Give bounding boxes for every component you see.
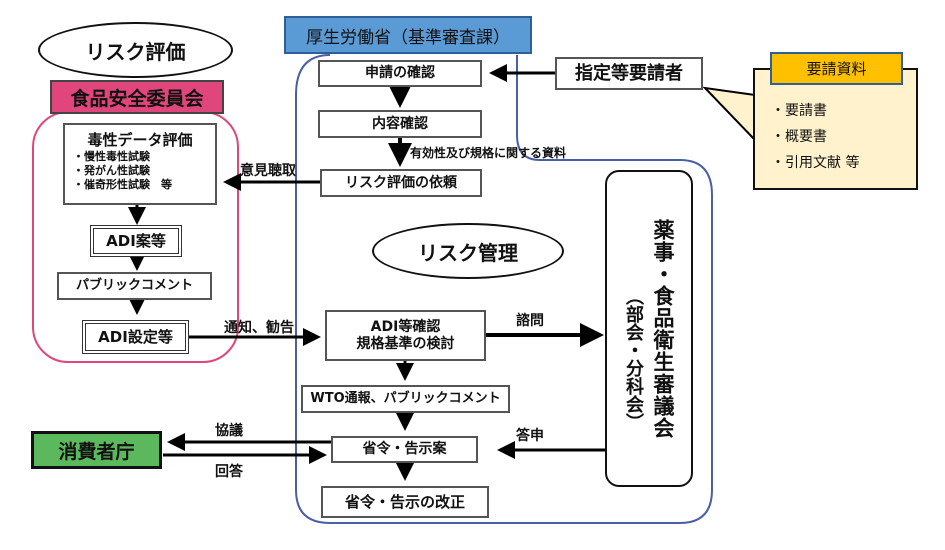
ordinance-revision-box: 省令・告示の改正 (321, 486, 489, 518)
adi-setting-box: ADI設定等 (82, 320, 189, 354)
adi-review-line2: 規格基準の検討 (356, 335, 455, 352)
council-subtitle: （部会・分科会） (623, 286, 644, 431)
request-docs-item: ・要請書 (771, 103, 827, 119)
council-box: 薬事・食品衛生審議会 （部会・分科会） (605, 170, 693, 487)
wto-notice-box: WTO通報、パブリックコメント (301, 385, 510, 413)
ordinance-draft-label: 省令・告示案 (362, 441, 447, 458)
callout-tail (702, 86, 756, 141)
tox-eval-item: ・慢性毒性試験 (73, 150, 150, 163)
consumer-agency-box: 消費者庁 (31, 431, 162, 469)
consumer-agency-label: 消費者庁 (58, 440, 135, 463)
food-safety-committee-label: 食品安全委員会 (50, 80, 224, 114)
request-docs-callout: ・要請書 ・概要書 ・引用文献 等 (753, 68, 918, 190)
risk-request-label: リスク評価の依頼 (345, 174, 457, 191)
adi-review-line1: ADI等確認 (370, 318, 441, 335)
edge-label-validity-docs: 有効性及び規格に関する資料 (410, 146, 567, 160)
council-title: 薬事・食品衛生審議会 (651, 218, 675, 439)
wto-notice-label: WTO通報、パブリックコメント (310, 391, 501, 407)
committee-name: 食品安全委員会 (70, 87, 204, 110)
edge-label-consultation: 諮問 (516, 313, 544, 329)
risk-management-ellipse: リスク管理 (372, 223, 564, 279)
tox-eval-item: ・催奇形性試験 等 (73, 177, 172, 191)
mhlw-title-box: 厚生労働省（基準審査課） (284, 16, 532, 54)
application-check-box: 申請の確認 (318, 60, 482, 87)
public-comment-box: パブリックコメント (57, 272, 212, 300)
request-docs-item: ・概要書 (771, 129, 827, 145)
risk-assessment-ellipse: リスク評価 (38, 22, 233, 78)
risk-assessment-title: リスク評価 (85, 39, 186, 64)
request-docs-title: 要請資料 (806, 60, 867, 78)
mhlw-title: 厚生労働省（基準審査課） (306, 27, 510, 48)
adi-review-box: ADI等確認 規格基準の検討 (325, 310, 486, 361)
edge-label-reply: 回答 (215, 464, 243, 480)
adi-draft-label: ADI案等 (106, 232, 166, 250)
content-check-box: 内容確認 (318, 110, 482, 138)
ordinance-draft-box: 省令・告示案 (331, 436, 478, 463)
tox-eval-item: ・発がん性試験 (73, 163, 150, 177)
tox-eval-title: 毒性データ評価 (87, 131, 193, 149)
request-docs-title-box: 要請資料 (770, 52, 903, 85)
applicant-label: 指定等要請者 (575, 62, 683, 84)
edge-label-discussion: 協議 (215, 423, 243, 439)
adi-setting-label: ADI設定等 (98, 328, 173, 346)
edge-label-notice: 通知、勧告 (224, 320, 294, 336)
tox-eval-box: 毒性データ評価 ・慢性毒性試験 ・発がん性試験 ・催奇形性試験 等 (63, 123, 217, 205)
public-comment-label: パブリックコメント (75, 278, 193, 294)
ordinance-revision-label: 省令・告示の改正 (344, 493, 465, 511)
application-check-label: 申請の確認 (365, 65, 435, 82)
edge-label-report: 答申 (516, 428, 544, 444)
content-check-label: 内容確認 (372, 115, 428, 132)
applicant-box: 指定等要請者 (555, 57, 703, 90)
edge-label-opinion-hearing: 意見聴取 (240, 163, 296, 179)
mhlw-container (295, 54, 713, 524)
risk-management-title: リスク管理 (418, 240, 518, 265)
request-docs-item: ・引用文献 等 (771, 155, 860, 171)
adi-draft-box: ADI案等 (90, 225, 182, 257)
risk-request-box: リスク評価の依頼 (320, 169, 482, 197)
